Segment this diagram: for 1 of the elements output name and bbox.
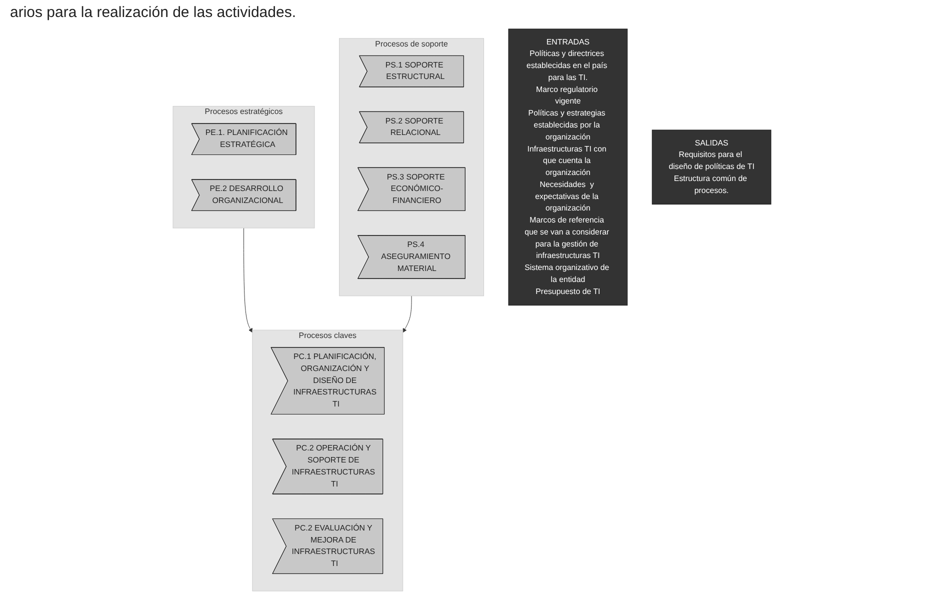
- note-text: arios para la realización de las actividades.: [9, 3, 297, 23]
